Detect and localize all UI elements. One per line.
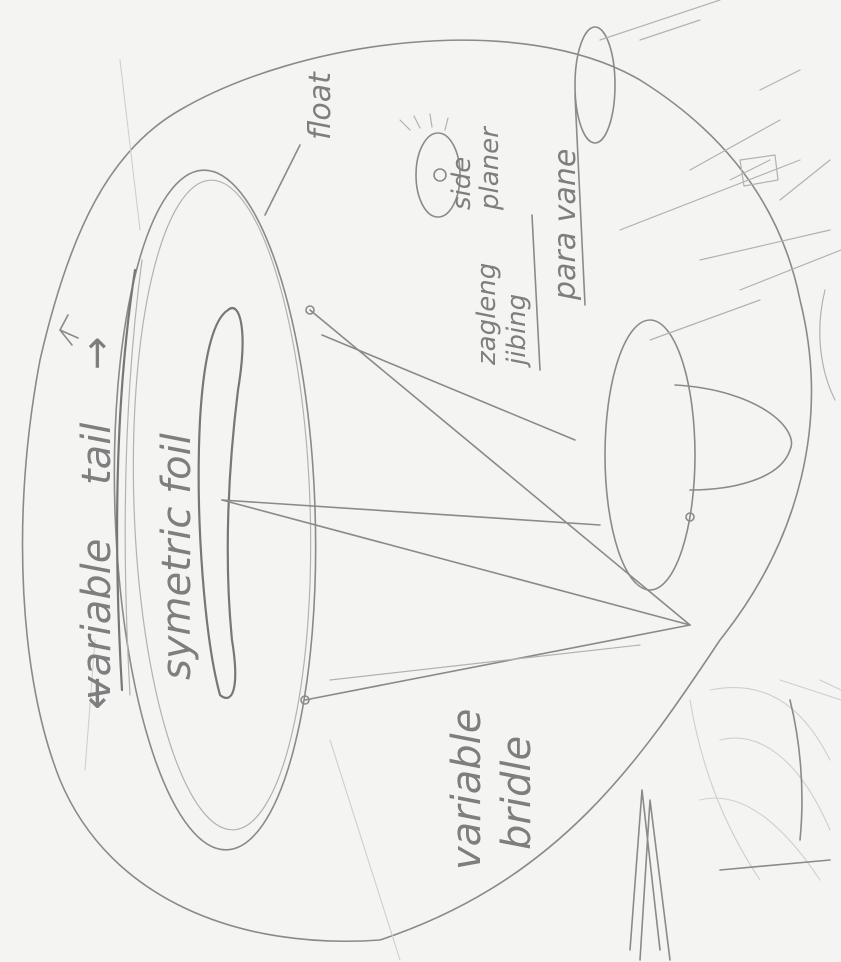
label-float: float: [303, 71, 338, 140]
para-vane-curve: [675, 385, 792, 490]
label-tail-arrow-left: ←: [74, 676, 120, 710]
label-side-planer-2: planer: [475, 125, 505, 211]
label-variable-bridle-1: variable: [444, 709, 490, 870]
small-oval: [575, 27, 615, 143]
bottom-spike: [630, 790, 670, 960]
label-para-vane: para vane: [548, 149, 583, 301]
lower-right-sketch-2: [720, 700, 830, 870]
label-variable: variable: [74, 539, 120, 700]
para-vane-disc: [605, 320, 695, 590]
bridle-line-3: [222, 500, 690, 625]
label-zagging: zagleng: [472, 263, 502, 366]
bridle-line-5: [305, 625, 690, 700]
lower-right-sketch-3: [780, 680, 841, 700]
jibing-underline: [532, 215, 540, 370]
label-variable-bridle-2: bridle: [494, 736, 540, 850]
label-symetric-foil: symetric foil: [154, 433, 200, 680]
top-right-scribbles: [600, 0, 841, 340]
wing-ellipse: [103, 167, 327, 854]
label-jibing: jibing: [502, 294, 532, 368]
label-side-planer-1: side: [447, 157, 477, 210]
right-vertical-curve: [820, 290, 835, 400]
float-pointer: [265, 145, 300, 215]
side-planer-center: [434, 169, 446, 181]
label-tail: tail: [74, 423, 120, 485]
lower-right-sketch-1: [690, 688, 830, 880]
side-planer-lashes: [400, 114, 448, 130]
bridle-line-6: [330, 645, 640, 680]
label-tail-arrow-right: →: [74, 336, 120, 370]
